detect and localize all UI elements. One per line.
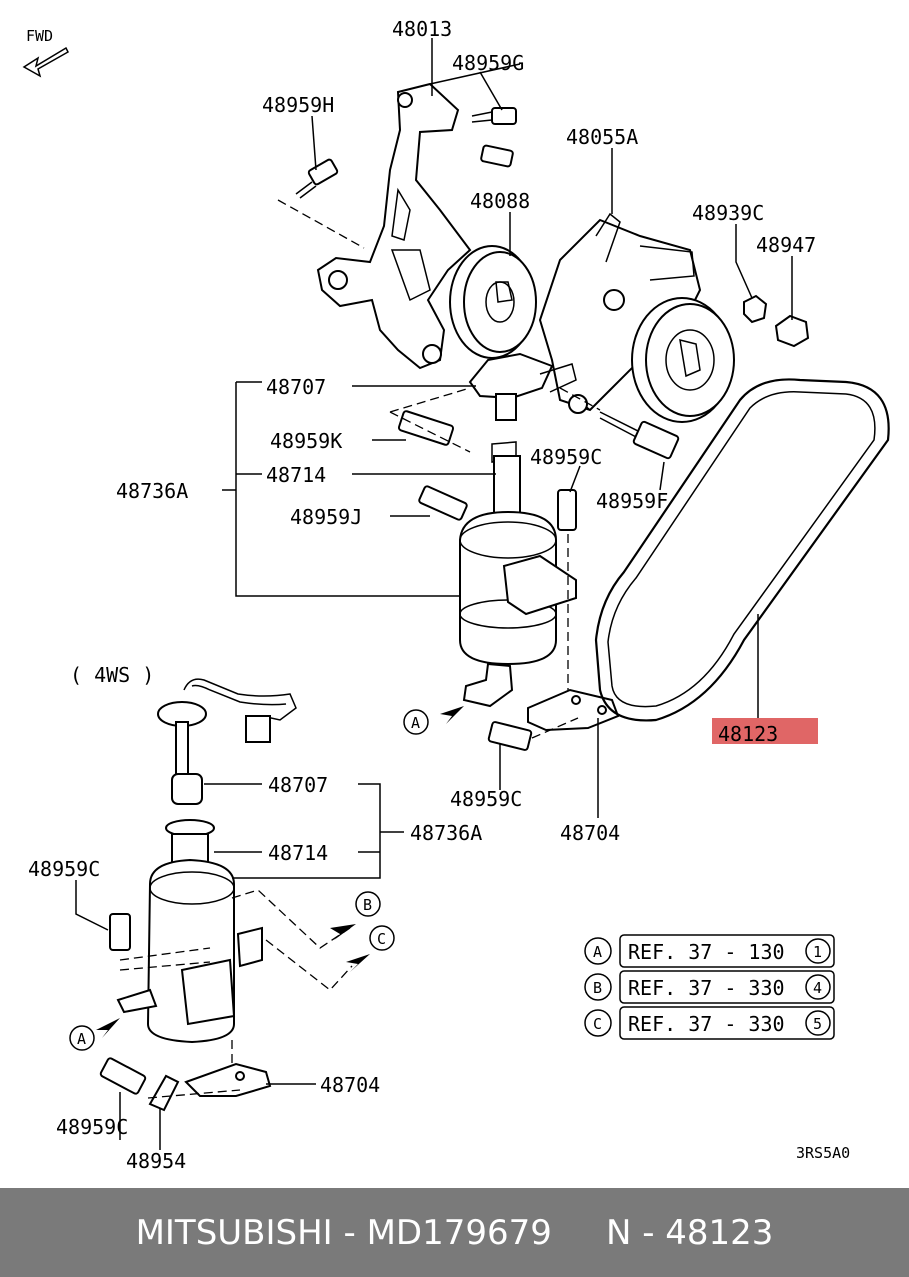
reference-text-A: REF. 37 - 130 xyxy=(628,940,785,964)
pulley-48088 xyxy=(449,245,537,359)
clip-48954-icon xyxy=(148,1074,180,1112)
svg-text:A: A xyxy=(77,1030,86,1048)
part-label-48939C: 48939C xyxy=(692,201,764,225)
part-label-48714-top: 48714 xyxy=(266,463,326,487)
part-label-48736A-top: 48736A xyxy=(116,479,188,503)
svg-text:1: 1 xyxy=(813,943,822,961)
bolt-48959G-icon xyxy=(471,107,517,125)
circle-label-C: C xyxy=(369,925,395,951)
diagram-code: 3RS5A0 xyxy=(796,1144,850,1162)
part-label-48714-bottom: 48714 xyxy=(268,841,328,865)
svg-text:B: B xyxy=(363,896,372,914)
circle-label-A-upper: A xyxy=(403,709,429,735)
arrow-to-A-lower-icon xyxy=(96,1018,120,1038)
cap-48707-lower xyxy=(171,773,203,805)
svg-text:4: 4 xyxy=(813,979,822,997)
reference-text-C: REF. 37 - 330 xyxy=(628,1012,785,1036)
bolt-48959C-bottom-icon xyxy=(99,1057,147,1095)
part-label-48704-bottom: 48704 xyxy=(320,1073,380,1097)
part-label-48707-bottom: 48707 xyxy=(268,773,328,797)
part-label-48055A: 48055A xyxy=(566,125,638,149)
bolt-48959F-icon xyxy=(599,411,680,460)
variant-label-4ws: ( 4WS ) xyxy=(70,663,154,687)
fwd-arrow-icon xyxy=(22,46,69,78)
nut-48939C-icon xyxy=(743,294,768,324)
bolt-48959K-icon xyxy=(397,410,455,446)
svg-text:A: A xyxy=(593,943,602,961)
part-label-48959C-left: 48959C xyxy=(28,857,100,881)
part-label-48707-top: 48707 xyxy=(266,375,326,399)
reference-table: A REF. 37 - 130 1 B REF. 37 - 330 4 C RE… xyxy=(584,934,835,1040)
parts-diagram: FWD xyxy=(22,17,890,1173)
part-label-48947: 48947 xyxy=(756,233,816,257)
part-label-48088: 48088 xyxy=(470,189,530,213)
circle-label-B: B xyxy=(355,891,381,917)
bolt-48959J-icon xyxy=(418,485,468,521)
power-steering-pump xyxy=(538,212,735,423)
reference-row-C: C REF. 37 - 330 5 xyxy=(584,1006,835,1040)
footer-part-number: MD179679 xyxy=(366,1212,552,1253)
reference-row-B: B REF. 37 - 330 4 xyxy=(584,970,835,1004)
footer-bar: MITSUBISHI - MD179679 N - 48123 xyxy=(0,1188,909,1277)
bracket-48704-upper xyxy=(527,688,620,732)
footer-gap xyxy=(552,1213,606,1253)
v-belt-48123 xyxy=(594,378,890,722)
bolt-48959H-icon xyxy=(295,158,339,199)
part-label-48954: 48954 xyxy=(126,1149,186,1173)
fwd-label: FWD xyxy=(26,27,53,45)
leader-lines xyxy=(75,38,793,1150)
part-label-48959C-mid: 48959C xyxy=(450,787,522,811)
circle-label-A-lower: A xyxy=(69,1025,95,1051)
part-label-48959J: 48959J xyxy=(290,505,362,529)
hose-4ws xyxy=(157,678,297,777)
svg-text:C: C xyxy=(377,930,386,948)
part-label-48736A-bottom: 48736A xyxy=(410,821,482,845)
part-label-48959F: 48959F xyxy=(596,489,668,513)
reservoir-48736A-upper xyxy=(459,441,577,708)
arrow-to-A-upper-icon xyxy=(440,706,464,724)
bolt-48959C-mid-icon xyxy=(487,721,533,751)
footer-brand: MITSUBISHI xyxy=(135,1212,333,1253)
part-label-48123: 48123 xyxy=(718,722,778,746)
nut-48947-icon xyxy=(774,314,810,348)
bolt-48959C-upper-icon xyxy=(557,489,577,531)
svg-text:B: B xyxy=(593,979,602,997)
part-label-48013: 48013 xyxy=(392,17,452,41)
bolt-upper-icon xyxy=(480,144,514,168)
arrow-to-B-icon xyxy=(330,924,356,940)
svg-text:A: A xyxy=(411,714,420,732)
footer-separator: - xyxy=(332,1212,367,1253)
part-label-48959K: 48959K xyxy=(270,429,342,453)
reservoir-cap-48707 xyxy=(468,352,577,421)
part-label-48959C-top: 48959C xyxy=(530,445,602,469)
highlight-box xyxy=(712,718,818,744)
part-label-48959C-bottom: 48959C xyxy=(56,1115,128,1139)
bolt-48959C-left-icon xyxy=(109,913,131,951)
reference-text-B: REF. 37 - 330 xyxy=(628,976,785,1000)
part-label-48959H: 48959H xyxy=(262,93,334,117)
part-label-48704-top: 48704 xyxy=(560,821,620,845)
part-label-48959G: 48959G xyxy=(452,51,524,75)
svg-text:C: C xyxy=(593,1015,602,1033)
bracket-48013 xyxy=(316,63,521,370)
highlighted-part-48123: 48123 xyxy=(712,718,818,746)
arrow-to-C-icon xyxy=(346,954,370,972)
footer-code: N - 48123 xyxy=(605,1212,774,1253)
reference-row-A: A REF. 37 - 130 1 xyxy=(584,934,835,968)
bracket-48704-lower xyxy=(184,1062,272,1097)
svg-text:5: 5 xyxy=(813,1015,822,1033)
